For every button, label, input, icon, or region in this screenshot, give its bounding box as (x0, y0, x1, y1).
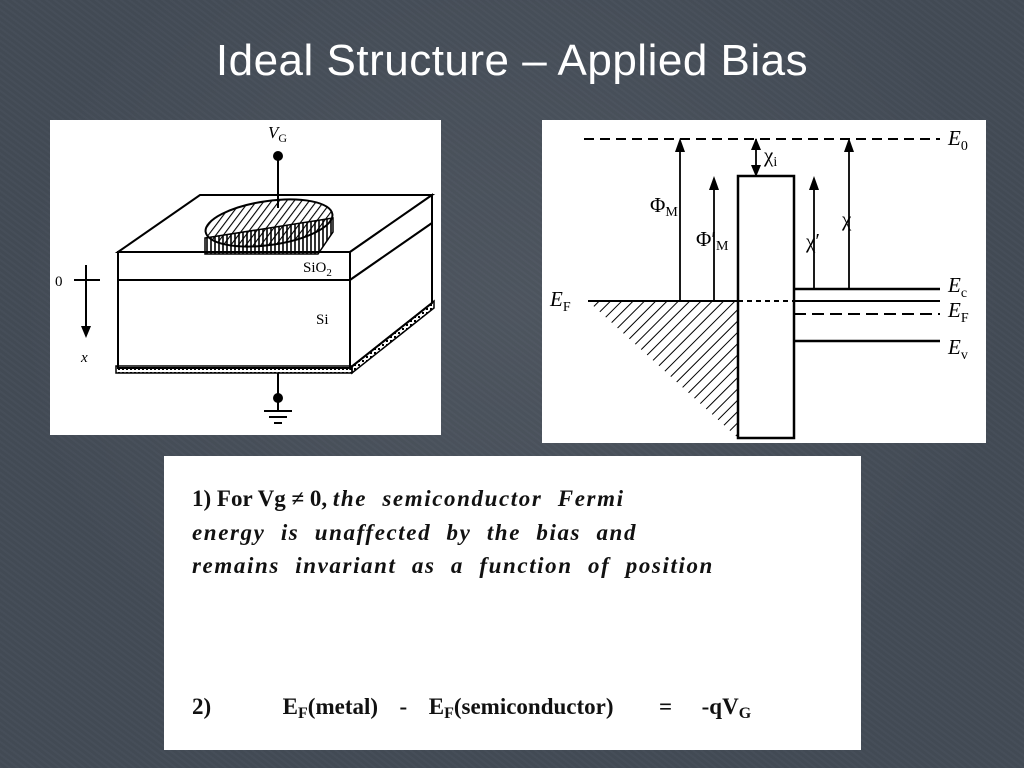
gate-top (204, 198, 334, 248)
ef-semi-label: E (947, 298, 961, 322)
svg-text:ΦM: ΦM (650, 193, 678, 220)
chi-i-label-sub: i (773, 155, 777, 170)
notes-panel: 1) For Vg ≠ 0, the semiconductor Fermi e… (164, 456, 861, 750)
chi-label: χ (841, 207, 852, 231)
svg-text:SiO2: SiO2 (303, 260, 332, 279)
gate-terminal (273, 151, 283, 161)
note-4-equals: = (659, 694, 673, 719)
svg-text:Ec: Ec (947, 273, 967, 301)
band-diagram-figure: E0 χi ΦM Φ′M χ′ χ EF Ec EF Ev (542, 120, 986, 443)
ef-metal-label: E (549, 287, 563, 311)
note-4-number: 2) (192, 694, 212, 719)
vg-label-sub: G (278, 131, 287, 145)
note-1-rest: the semiconductor Fermi (332, 486, 625, 511)
svg-text:VG: VG (268, 123, 287, 145)
mos-structure-drawing: VG SiO2 Si 0 x (55, 123, 436, 424)
note-4-result: -qVG (701, 694, 752, 722)
phi-m-prime-label-sub: M (716, 239, 729, 254)
ev-label: E (947, 335, 961, 359)
substrate-terminal (273, 393, 283, 403)
chi-i-label: χ (763, 143, 774, 167)
ev-label-sub: v (961, 348, 968, 363)
note-3-text: remains invariant as a function of posit… (192, 553, 714, 578)
e0-label: E (947, 126, 961, 150)
svg-text:Ev: Ev (947, 335, 968, 363)
depth-zero-label: 0 (55, 274, 63, 290)
e0-label-sub: 0 (961, 139, 968, 154)
slide-title: Ideal Structure – Applied Bias (215, 36, 809, 85)
oxide-label: SiO (303, 260, 327, 276)
note-line-4: 2) EF(metal) - EF(semiconductor) = -qVG (192, 694, 751, 723)
vg-label: V (268, 123, 281, 142)
svg-text:χi: χi (763, 143, 777, 170)
svg-text:E0: E0 (947, 126, 968, 154)
mos-structure-figure: VG SiO2 Si 0 x (50, 120, 441, 435)
note-4-ef-left: EF(metal) (282, 694, 379, 722)
band-diagram-drawing: E0 χi ΦM Φ′M χ′ χ EF Ec EF Ev (549, 126, 969, 440)
si-label: Si (316, 312, 329, 328)
back-contact-front (115, 365, 353, 374)
ec-label: E (947, 273, 961, 297)
phi-m-label: Φ (650, 193, 665, 217)
svg-text:EF: EF (549, 287, 571, 315)
phi-m-prime-label: Φ′ (696, 227, 716, 251)
note-4-minus: - (399, 694, 408, 719)
note-2-text: energy is unaffected by the bias and (192, 520, 638, 545)
phi-m-label-sub: M (665, 205, 678, 220)
back-contact-side (351, 299, 435, 375)
note-line-1: 1) For Vg ≠ 0, the semiconductor Fermi (192, 486, 625, 512)
ec-label-sub: c (961, 286, 967, 301)
svg-text:Φ′M: Φ′M (696, 227, 729, 254)
note-line-2: energy is unaffected by the bias and (192, 520, 637, 546)
oxide-label-sub: 2 (326, 267, 332, 279)
note-line-3: remains invariant as a function of posit… (192, 553, 714, 579)
svg-text:EF: EF (947, 298, 969, 326)
note-1-prefix: 1) For Vg ≠ 0, (192, 486, 328, 511)
ef-semi-label-sub: F (961, 311, 969, 326)
chi-prime-label: χ′ (805, 229, 820, 253)
metal-filled-states (588, 301, 738, 438)
oxide-barrier (736, 174, 796, 440)
ef-metal-label-sub: F (563, 300, 571, 315)
note-4-ef-right: EF(semiconductor) (428, 694, 614, 722)
depth-x-label: x (80, 350, 88, 366)
